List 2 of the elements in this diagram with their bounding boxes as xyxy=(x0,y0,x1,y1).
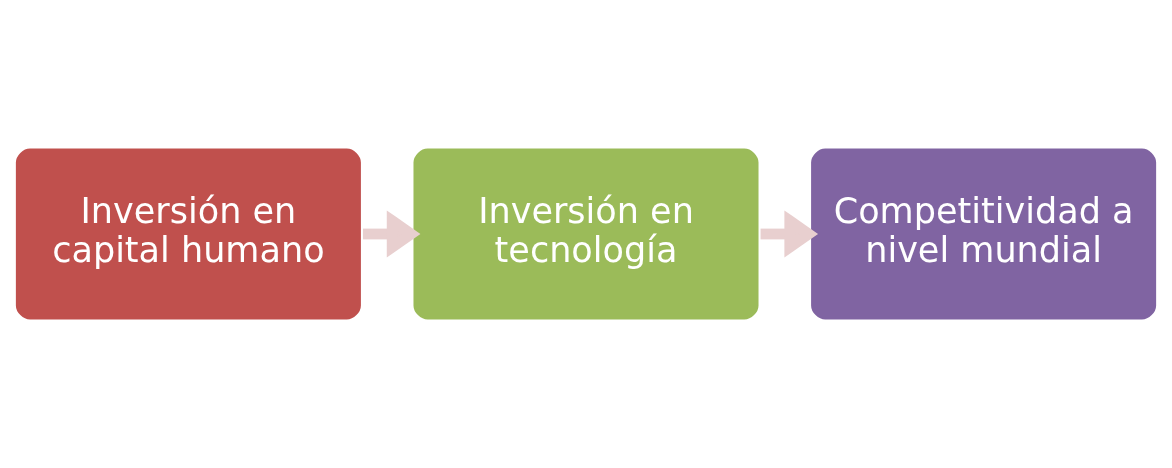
arrow xyxy=(362,210,421,258)
arrow xyxy=(760,210,819,258)
